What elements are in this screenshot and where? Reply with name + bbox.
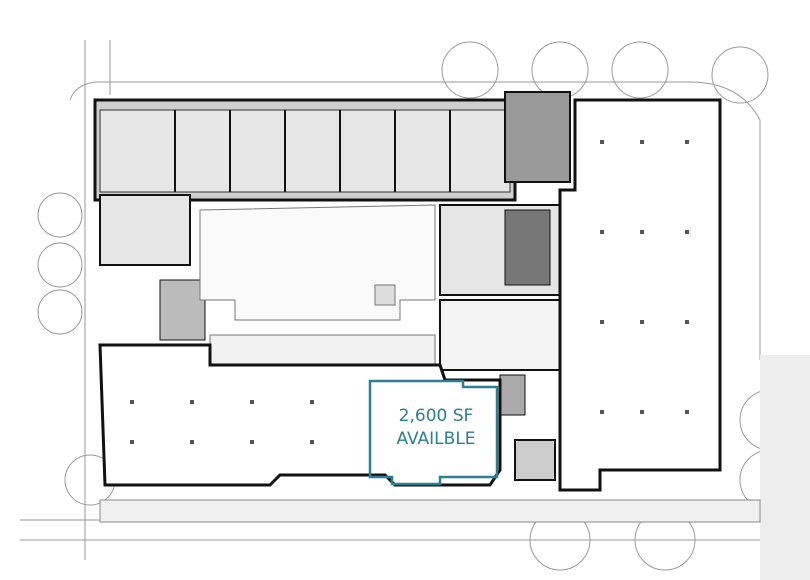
availability-status: AVAILBLE: [396, 429, 476, 449]
courtyard: [199, 204, 436, 371]
available-space-label: 2,600 SF AVAILBLE: [372, 405, 500, 451]
hatched-sidewalk: [760, 355, 810, 580]
available-space-outline: [368, 379, 499, 486]
available-area: 2,600 SF: [398, 406, 474, 426]
sidewalk-bottom: [99, 499, 761, 523]
structural-columns: [130, 140, 689, 444]
residential-wing: [93, 98, 517, 341]
